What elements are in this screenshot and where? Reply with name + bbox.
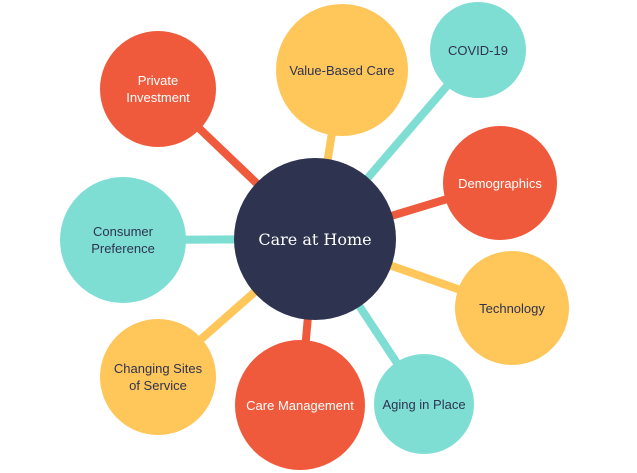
topic-label: Changing Sites of Service: [113, 361, 203, 393]
topic-label: Technology: [479, 300, 545, 316]
topic-node: Care Management: [235, 340, 365, 470]
topic-node: Private Investment: [100, 31, 216, 147]
topic-label: Consumer Preference: [91, 224, 155, 256]
center-label: Care at Home: [258, 229, 372, 249]
topic-node: Value-Based Care: [276, 4, 408, 136]
topic-label: Value-Based Care: [289, 62, 395, 78]
center-node: Care at Home: [234, 158, 396, 320]
topic-label: Care Management: [246, 397, 354, 413]
topic-node: Technology: [455, 251, 569, 365]
topic-node: Consumer Preference: [60, 177, 186, 303]
topic-node: Aging in Place: [374, 354, 474, 454]
topic-node: Demographics: [443, 126, 557, 240]
topic-label: Demographics: [458, 175, 542, 191]
topic-node: Changing Sites of Service: [100, 319, 216, 435]
topic-label: COVID-19: [448, 42, 508, 58]
topic-label: Private Investment: [126, 73, 190, 105]
topic-node: COVID-19: [430, 2, 526, 98]
topic-label: Aging in Place: [382, 396, 466, 412]
